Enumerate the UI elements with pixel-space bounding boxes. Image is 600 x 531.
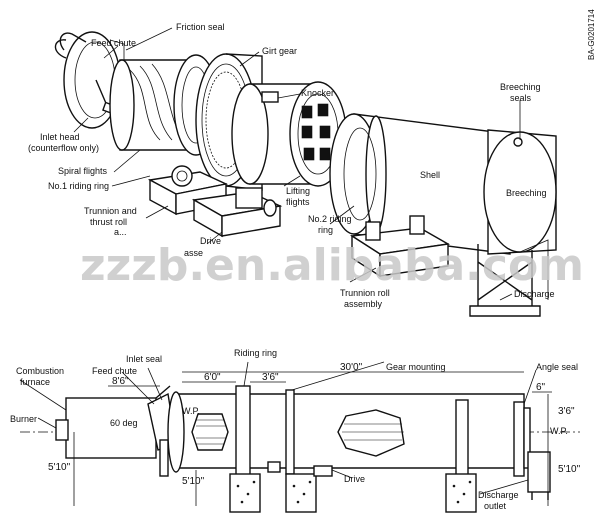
dim-5-10-mid: 5'10" (182, 476, 205, 487)
label-feed-chute-side: Feed chute (92, 366, 137, 376)
label-breeching-seals-1: Breeching (500, 82, 541, 92)
dim-6-right: 6" (536, 382, 546, 393)
label-inlet-seal: Inlet seal (126, 354, 162, 364)
label-combustion-2: furnace (20, 377, 50, 387)
kiln-body-elevation (167, 385, 531, 477)
label-inlet-head-1: Inlet head (40, 132, 80, 142)
label-feed-chute: Feed chute (91, 38, 136, 48)
label-drive-side: Drive (344, 474, 365, 484)
label-trunnion-thrust-3: a... (114, 227, 127, 237)
label-gear-mounting: Gear mounting (386, 362, 446, 372)
label-spiral-flights: Spiral flights (58, 166, 108, 176)
front-trunnion-drive (147, 165, 283, 238)
label-discharge-outlet-2: outlet (484, 501, 507, 511)
watermark: zzzb.en.alibaba.com (80, 240, 584, 291)
label-angle: 60 deg (110, 418, 138, 428)
label-trunnion-thrust-1: Trunnion and (84, 206, 137, 216)
dim-6-0: 6'0" (204, 372, 221, 383)
label-drive-assembly-1: Drive (200, 236, 221, 246)
combustion-furnace-drawing (55, 385, 177, 477)
label-riding-ring-1: No.1 riding ring (48, 181, 109, 191)
dim-5-10-left: 5'10" (48, 462, 71, 473)
piers (229, 461, 477, 513)
label-girt-gear: Girt gear (262, 46, 297, 56)
label-drive-assembly-2: asse (184, 248, 203, 258)
drawing-id: BA-G0201714 (587, 9, 596, 60)
label-riding-ring-2b: ring (318, 225, 333, 235)
label-inlet-head-2: (counterflow only) (28, 143, 99, 153)
label-shell: Shell (420, 170, 440, 180)
dim-8-6: 8'6" (112, 376, 129, 387)
label-lifting-flights-2: flights (286, 197, 310, 207)
side-elevation: Combustion furnace Feed chute Inlet seal… (10, 348, 581, 513)
label-trunnion-thrust-2: thrust roll (90, 217, 127, 227)
dim-5-10-right: 5'10" (558, 464, 581, 475)
label-discharge: Discharge (514, 289, 555, 299)
label-discharge-outlet-1: Discharge (478, 490, 519, 500)
dim-30-0: 30'0" (340, 362, 363, 373)
label-breeching-seals-2: seals (510, 93, 532, 103)
label-riding-ring-side: Riding ring (234, 348, 277, 358)
discharge-outlet-drawing (527, 451, 551, 500)
discharge-stand (469, 239, 549, 317)
dimension-lines (19, 361, 552, 506)
label-knocker: Knocker (301, 88, 334, 98)
top-leaders (73, 27, 521, 301)
dim-3-6-right: 3'6" (558, 406, 575, 417)
label-wp-left: W.P. (182, 406, 200, 416)
label-riding-ring-2a: No.2 riding (308, 214, 352, 224)
label-angle-seal: Angle seal (536, 362, 578, 372)
label-lifting-flights-1: Lifting (286, 186, 310, 196)
label-wp-right: W.P. (550, 426, 568, 436)
label-combustion-1: Combustion (16, 366, 64, 376)
main-shell-drawing (329, 113, 557, 255)
label-friction-seal: Friction seal (176, 22, 225, 32)
exploded-view: Friction seal Feed chute Girt gear Knock… (28, 22, 557, 317)
rear-trunnion-roll (349, 215, 451, 278)
label-trunnion-roll-1: Trunnion roll (340, 288, 390, 298)
label-burner: Burner (10, 414, 37, 424)
dim-3-6-top: 3'6" (262, 372, 279, 383)
label-breeching: Breeching (506, 188, 547, 198)
label-trunnion-roll-2: assembly (344, 299, 383, 309)
